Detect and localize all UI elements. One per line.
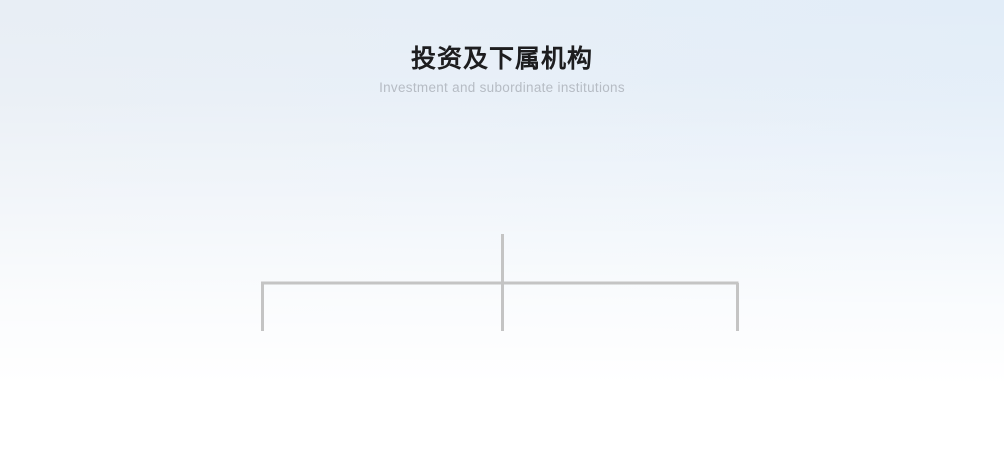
page-heading: 投资及下属机构 Investment and subordinate insti… <box>0 44 1004 96</box>
page-subtitle: Investment and subordinate institutions <box>379 80 625 95</box>
page-title: 投资及下属机构 <box>410 45 593 73</box>
connector-lines <box>261 234 739 331</box>
